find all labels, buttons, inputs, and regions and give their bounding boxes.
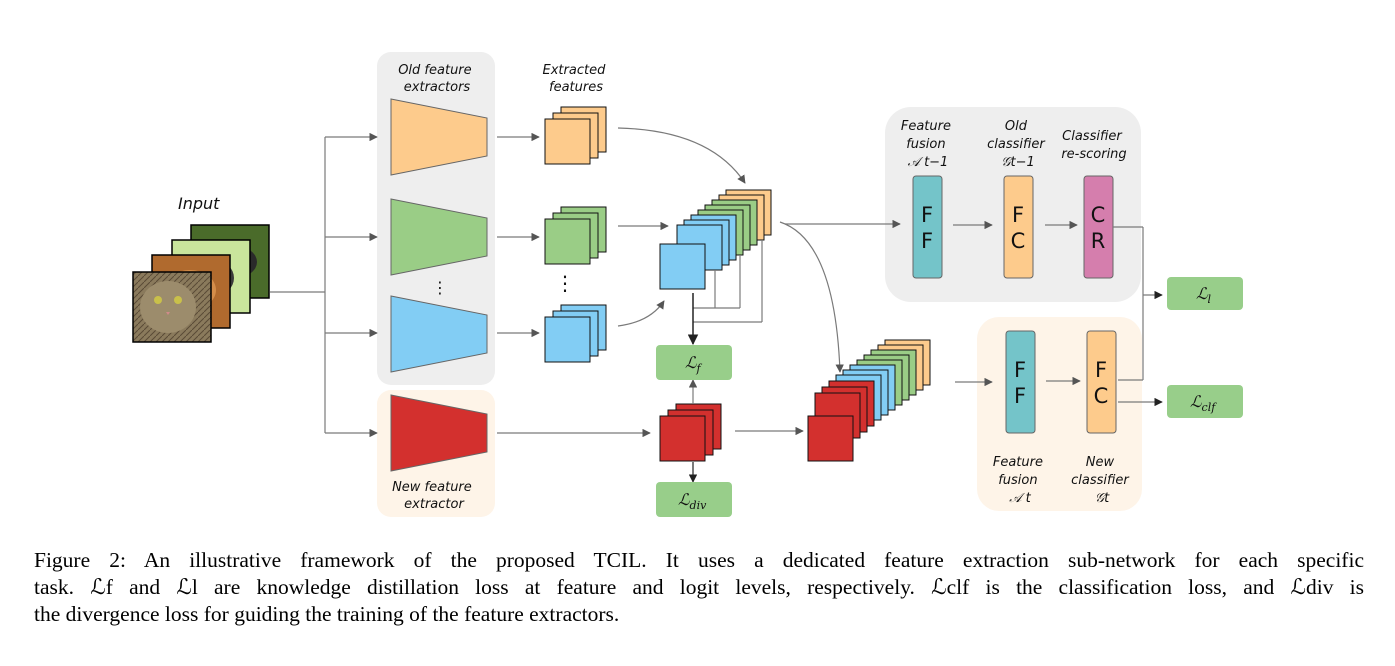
old-extractor-blue — [390, 295, 488, 373]
old-extractor-green — [390, 198, 488, 276]
loss-divergence — [656, 482, 732, 517]
figure-caption: Figure 2: An illustrative framework of t… — [34, 547, 1364, 628]
framework-diagram: Input Old feature extractors Extracted f… — [132, 52, 1243, 517]
loss-classification — [1167, 385, 1243, 418]
new-extractor-label: New feature extractor — [392, 480, 476, 512]
old-extractors-label: Old feature extractors — [398, 63, 476, 95]
features-new-red — [659, 403, 722, 462]
loss-feature-distillation — [656, 345, 732, 380]
cr-label: Classifier re-scoring — [1061, 129, 1126, 162]
input-label: Input — [178, 194, 220, 213]
svg-text:F: F — [1014, 384, 1026, 408]
old-fc-block — [1003, 175, 1034, 279]
features-orange — [544, 106, 607, 165]
svg-text:ℒclf: ℒclf — [1190, 392, 1217, 414]
cr-block — [1083, 175, 1114, 279]
new-fc-label: New classifier 𝒢t — [1071, 455, 1133, 506]
lf-connectors — [687, 240, 763, 483]
new-extractor-red — [390, 394, 488, 472]
svg-text:F: F — [1014, 358, 1026, 382]
loss-logit-distillation — [1167, 277, 1243, 310]
features-blue — [544, 304, 607, 363]
features-ellipsis: ⋮ — [555, 271, 575, 295]
input-connectors — [270, 132, 378, 438]
input-image-stack — [132, 224, 270, 343]
extracted-features-label: Extracted features — [543, 63, 610, 95]
caption-line-1: Figure 2: An illustrative framework of t… — [34, 548, 1364, 572]
old-fc-label: Old classifier 𝒢t−1 — [987, 119, 1049, 170]
caption-line-2: task. ℒf and ℒl are knowledge distillati… — [34, 575, 1364, 599]
new-ff-label: Feature fusion 𝒜 t — [993, 455, 1047, 506]
svg-text:C: C — [1011, 229, 1026, 253]
svg-text:F: F — [1012, 203, 1024, 227]
new-ff-block — [1005, 330, 1036, 434]
svg-text:F: F — [921, 229, 933, 253]
old-extractor-orange — [390, 98, 488, 176]
combined-all-features — [807, 339, 931, 462]
old-ff-block — [912, 175, 943, 279]
svg-text:ℒf: ℒf — [685, 353, 703, 375]
extractor-ellipsis: ⋮ — [432, 278, 448, 297]
new-fc-block — [1086, 330, 1117, 434]
logit-loss-connectors — [1113, 226, 1163, 407]
old-ff-label: Feature fusion 𝒜 t−1 — [901, 119, 955, 170]
svg-text:C: C — [1091, 203, 1106, 227]
combined-old-features — [659, 189, 772, 290]
svg-text:R: R — [1091, 229, 1106, 253]
features-green — [544, 206, 607, 265]
svg-text:F: F — [1095, 358, 1107, 382]
svg-text:C: C — [1094, 384, 1109, 408]
svg-text:ℒdiv: ℒdiv — [678, 490, 707, 512]
svg-text:ℒl: ℒl — [1196, 284, 1212, 306]
caption-line-3: the divergence loss for guiding the trai… — [34, 602, 620, 626]
svg-text:F: F — [921, 203, 933, 227]
